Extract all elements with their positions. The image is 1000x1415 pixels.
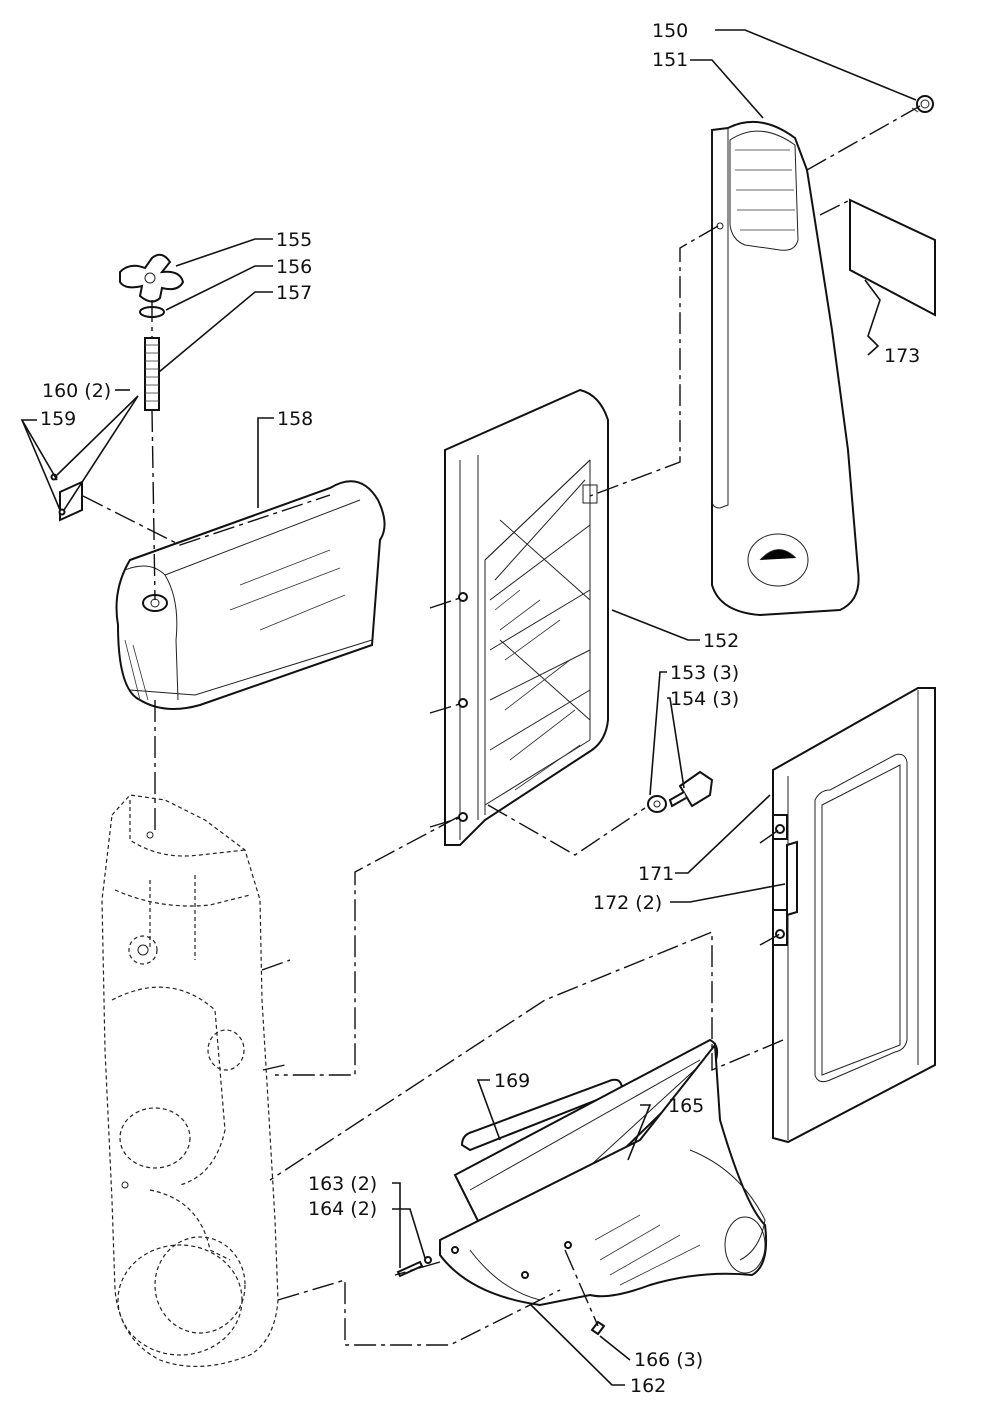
- callout-165: 165: [668, 1095, 704, 1117]
- part-157-stud: [144, 337, 160, 411]
- callout-labels: 150 151 155 156 157 160 (2) 159 158 173 …: [40, 20, 920, 1397]
- part-154-bolt: [668, 770, 714, 808]
- callout-155: 155: [276, 229, 312, 251]
- part-153-washer: [647, 795, 667, 813]
- callout-159: 159: [40, 408, 76, 430]
- part-171-door: [772, 687, 936, 1144]
- callout-173: 173: [884, 345, 920, 367]
- callout-153: 153 (3): [670, 662, 739, 684]
- part-163-screws: [396, 1260, 424, 1278]
- callout-169: 169: [494, 1070, 530, 1092]
- part-166-screw: [590, 1320, 606, 1336]
- part-172-hinges: [772, 814, 798, 946]
- callout-157: 157: [276, 282, 312, 304]
- part-150-screw: [911, 95, 934, 113]
- callout-162: 162: [630, 1375, 666, 1397]
- callout-160: 160 (2): [42, 380, 111, 402]
- callout-152: 152: [703, 630, 739, 652]
- part-162-lower-guard: [439, 1042, 768, 1307]
- callout-164: 164 (2): [308, 1198, 377, 1220]
- part-151-upper-guard: [711, 121, 860, 617]
- part-152-frame: [444, 388, 609, 846]
- callout-172: 172 (2): [593, 892, 662, 914]
- callout-151: 151: [652, 49, 688, 71]
- assembly-lines: [82, 105, 921, 1346]
- part-158-cover: [115, 480, 386, 710]
- callout-156: 156: [276, 256, 312, 278]
- part-155-knob: [119, 253, 185, 303]
- callout-158: 158: [277, 408, 313, 430]
- leader-lines: [20, 29, 917, 1386]
- callout-166: 166 (3): [634, 1349, 703, 1371]
- callout-150: 150: [652, 20, 688, 42]
- callout-154: 154 (3): [670, 688, 739, 710]
- callout-171: 171: [638, 863, 674, 885]
- part-164-washers: [424, 1256, 432, 1264]
- callout-163: 163 (2): [308, 1173, 377, 1195]
- main-body-casting: [101, 794, 279, 1367]
- part-173-plate: [849, 198, 936, 317]
